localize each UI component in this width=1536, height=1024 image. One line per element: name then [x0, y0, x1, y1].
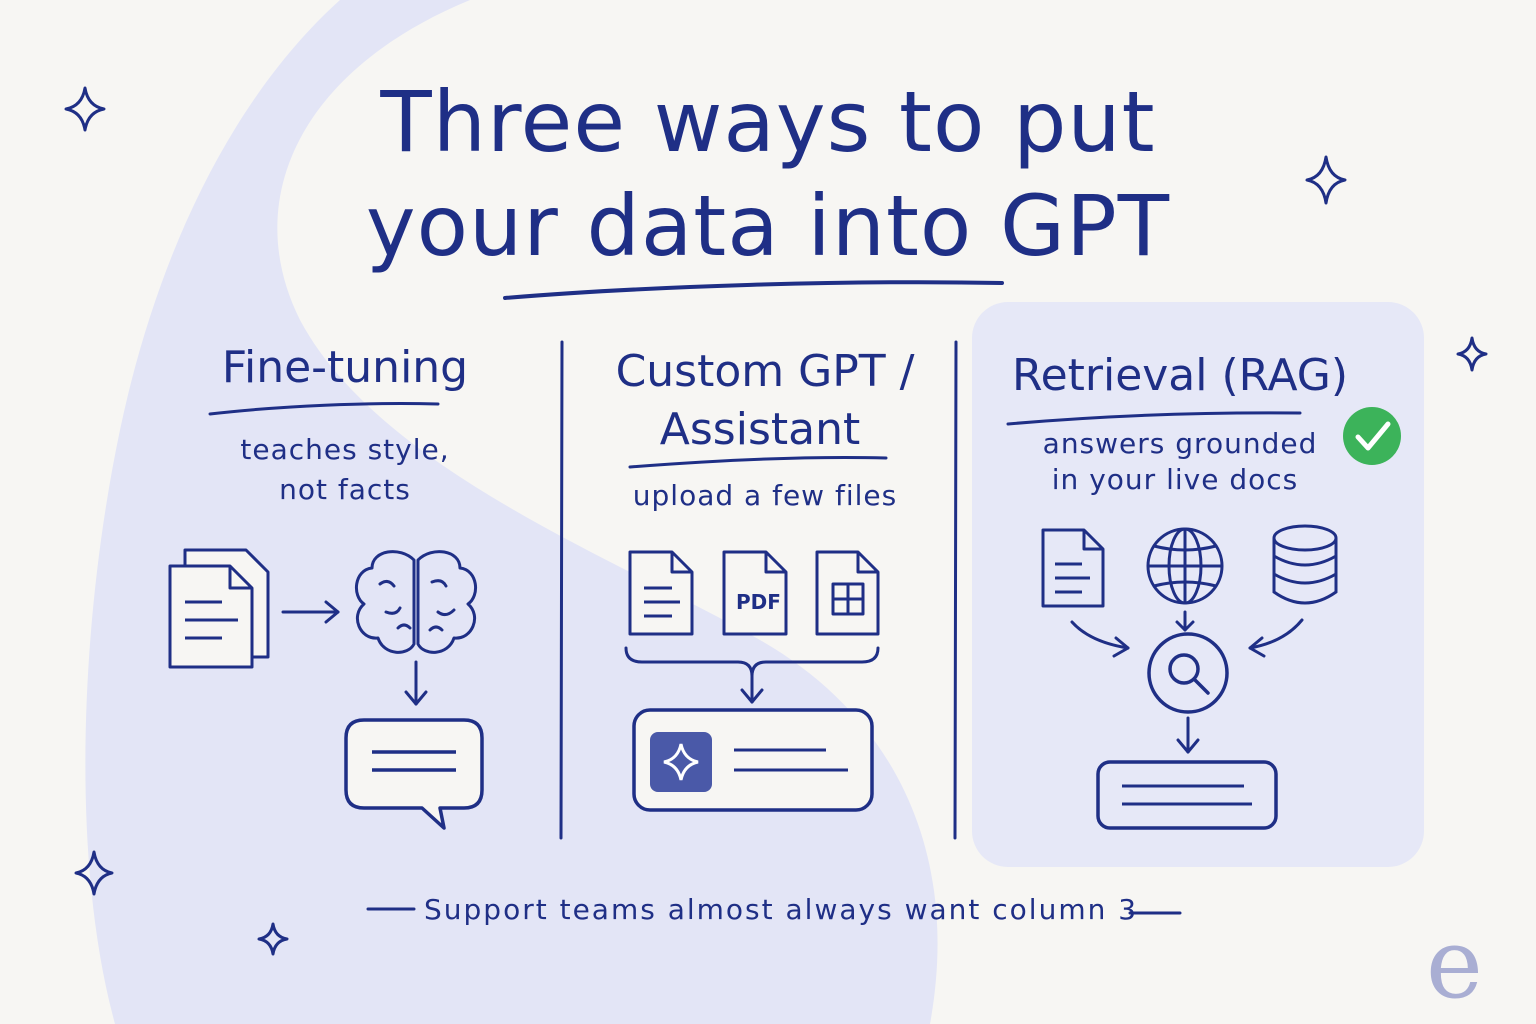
- sparkle-icon: [257, 922, 289, 956]
- sparkle-icon: [663, 743, 699, 781]
- column-subtitle-rag-2: in your live docs: [1051, 463, 1299, 496]
- converge-arrows-icon: [1070, 610, 1304, 658]
- column-subtitle-fine-tuning-2: not facts: [279, 473, 411, 506]
- rag-underline: [1006, 411, 1302, 426]
- pdf-file-icon: [722, 550, 788, 636]
- brain-icon: [355, 550, 477, 654]
- arrow-down-icon: [1176, 716, 1200, 754]
- document-icon: [1041, 528, 1105, 608]
- column-divider-1: [559, 340, 564, 840]
- arrow-right-icon: [281, 600, 340, 624]
- document-icon: [628, 550, 694, 636]
- column-title-rag: Retrieval (RAG): [1011, 350, 1349, 401]
- title-underline: [503, 280, 1004, 300]
- column-title-fine-tuning: Fine-tuning: [221, 342, 469, 393]
- result-panel-icon: [1096, 760, 1278, 830]
- column-subtitle-fine-tuning-1: teaches style,: [240, 433, 450, 466]
- arrow-down-icon: [404, 660, 428, 706]
- globe-icon: [1146, 527, 1224, 605]
- search-icon: [1147, 632, 1229, 714]
- footer-note: Support teams almost always want column …: [424, 893, 1139, 926]
- column-subtitle-rag-1: answers grounded: [1042, 427, 1318, 460]
- assistant-panel-icon: [632, 708, 874, 812]
- check-icon: [1343, 407, 1401, 465]
- custom-gpt-underline: [628, 455, 888, 469]
- sparkle-icon: [74, 850, 114, 896]
- sparkle-icon: [1305, 155, 1347, 205]
- documents-icon: [168, 548, 270, 669]
- pdf-file-label: PDF: [736, 590, 781, 614]
- database-icon: [1272, 524, 1338, 605]
- sparkle-icon: [1456, 336, 1488, 372]
- brand-logo: e: [1426, 908, 1483, 1020]
- merge-bracket-icon: [624, 646, 880, 704]
- sparkle-icon: [64, 86, 106, 132]
- column-title-custom-gpt-1: Custom GPT /: [615, 346, 915, 397]
- column-title-custom-gpt-2: Assistant: [659, 404, 861, 455]
- column-divider-2: [953, 340, 958, 840]
- column-subtitle-custom-gpt: upload a few files: [632, 479, 898, 512]
- page-title-line-1: Three ways to put: [380, 73, 1156, 171]
- page-title-line-2: your data into GPT: [365, 177, 1171, 275]
- chat-bubble-icon: [344, 718, 484, 830]
- fine-tuning-underline: [208, 401, 440, 416]
- spreadsheet-file-icon: [815, 550, 880, 636]
